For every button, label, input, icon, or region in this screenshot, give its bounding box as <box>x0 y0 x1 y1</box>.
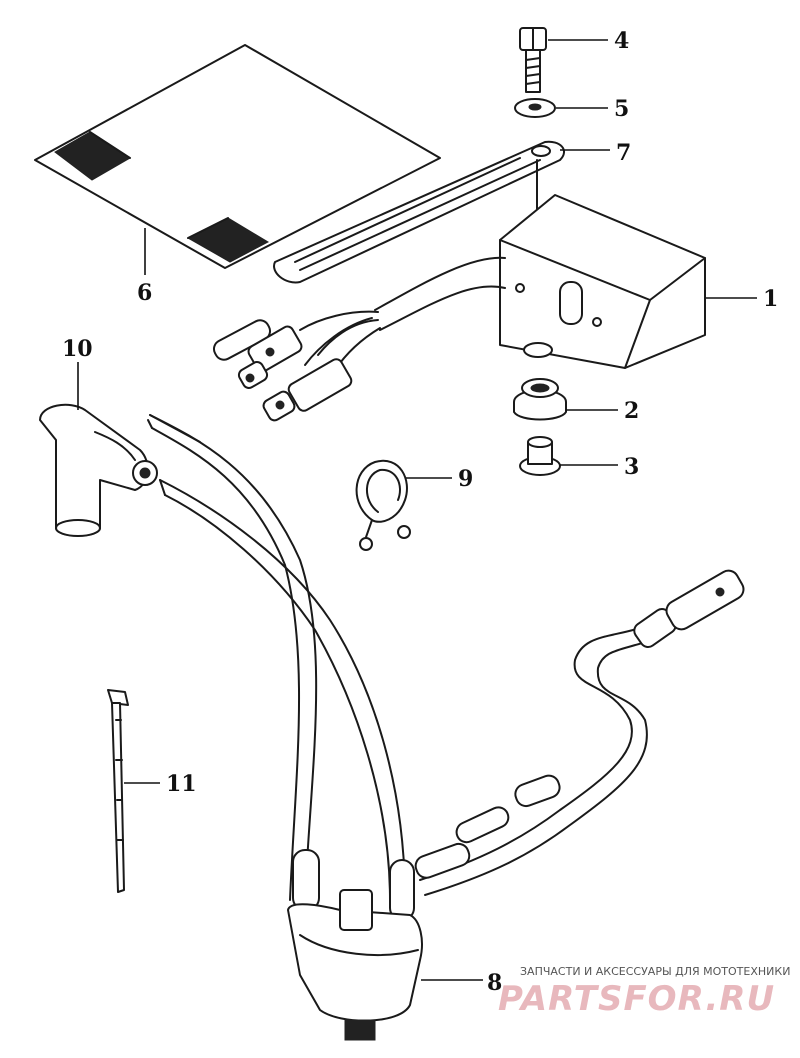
callout-4: 4 <box>614 28 629 54</box>
part-1-cdi-unit <box>374 194 706 369</box>
part-10-plug-cap <box>39 403 158 537</box>
callout-11: 11 <box>166 771 197 797</box>
part-4-bolt <box>519 27 547 93</box>
callout-leaders <box>77 39 757 981</box>
cdi-connector-plugs <box>212 310 381 422</box>
part-9-wire-clamp <box>355 459 411 551</box>
callout-10: 10 <box>62 336 93 362</box>
callout-6: 6 <box>137 280 152 306</box>
part-2-grommet <box>513 378 567 421</box>
watermark-logo: PARTSFOR.RU <box>498 979 775 1019</box>
callout-numbers: 1 2 3 4 5 6 7 8 9 10 11 <box>62 28 778 996</box>
part-11-cable-tie <box>107 689 129 893</box>
callout-2: 2 <box>624 398 639 424</box>
primary-wire-harness <box>414 569 745 896</box>
watermark: ЗАПЧАСТИ И АКСЕССУАРЫ ДЛЯ МОТОТЕХНИКИ PA… <box>498 965 790 1019</box>
callout-5: 5 <box>614 96 629 122</box>
callout-9: 9 <box>458 466 473 492</box>
part-7-bracket-strap <box>273 140 565 351</box>
callout-7: 7 <box>616 140 631 166</box>
callout-1: 1 <box>763 286 778 312</box>
callout-3: 3 <box>624 454 639 480</box>
part-3-collar <box>519 436 561 476</box>
part-6-label-sheet <box>34 44 441 269</box>
part-8-ignition-coil <box>147 414 423 1041</box>
callout-8: 8 <box>487 970 502 996</box>
watermark-caption: ЗАПЧАСТИ И АКСЕССУАРЫ ДЛЯ МОТОТЕХНИКИ <box>520 965 790 978</box>
part-5-washer <box>514 98 556 118</box>
